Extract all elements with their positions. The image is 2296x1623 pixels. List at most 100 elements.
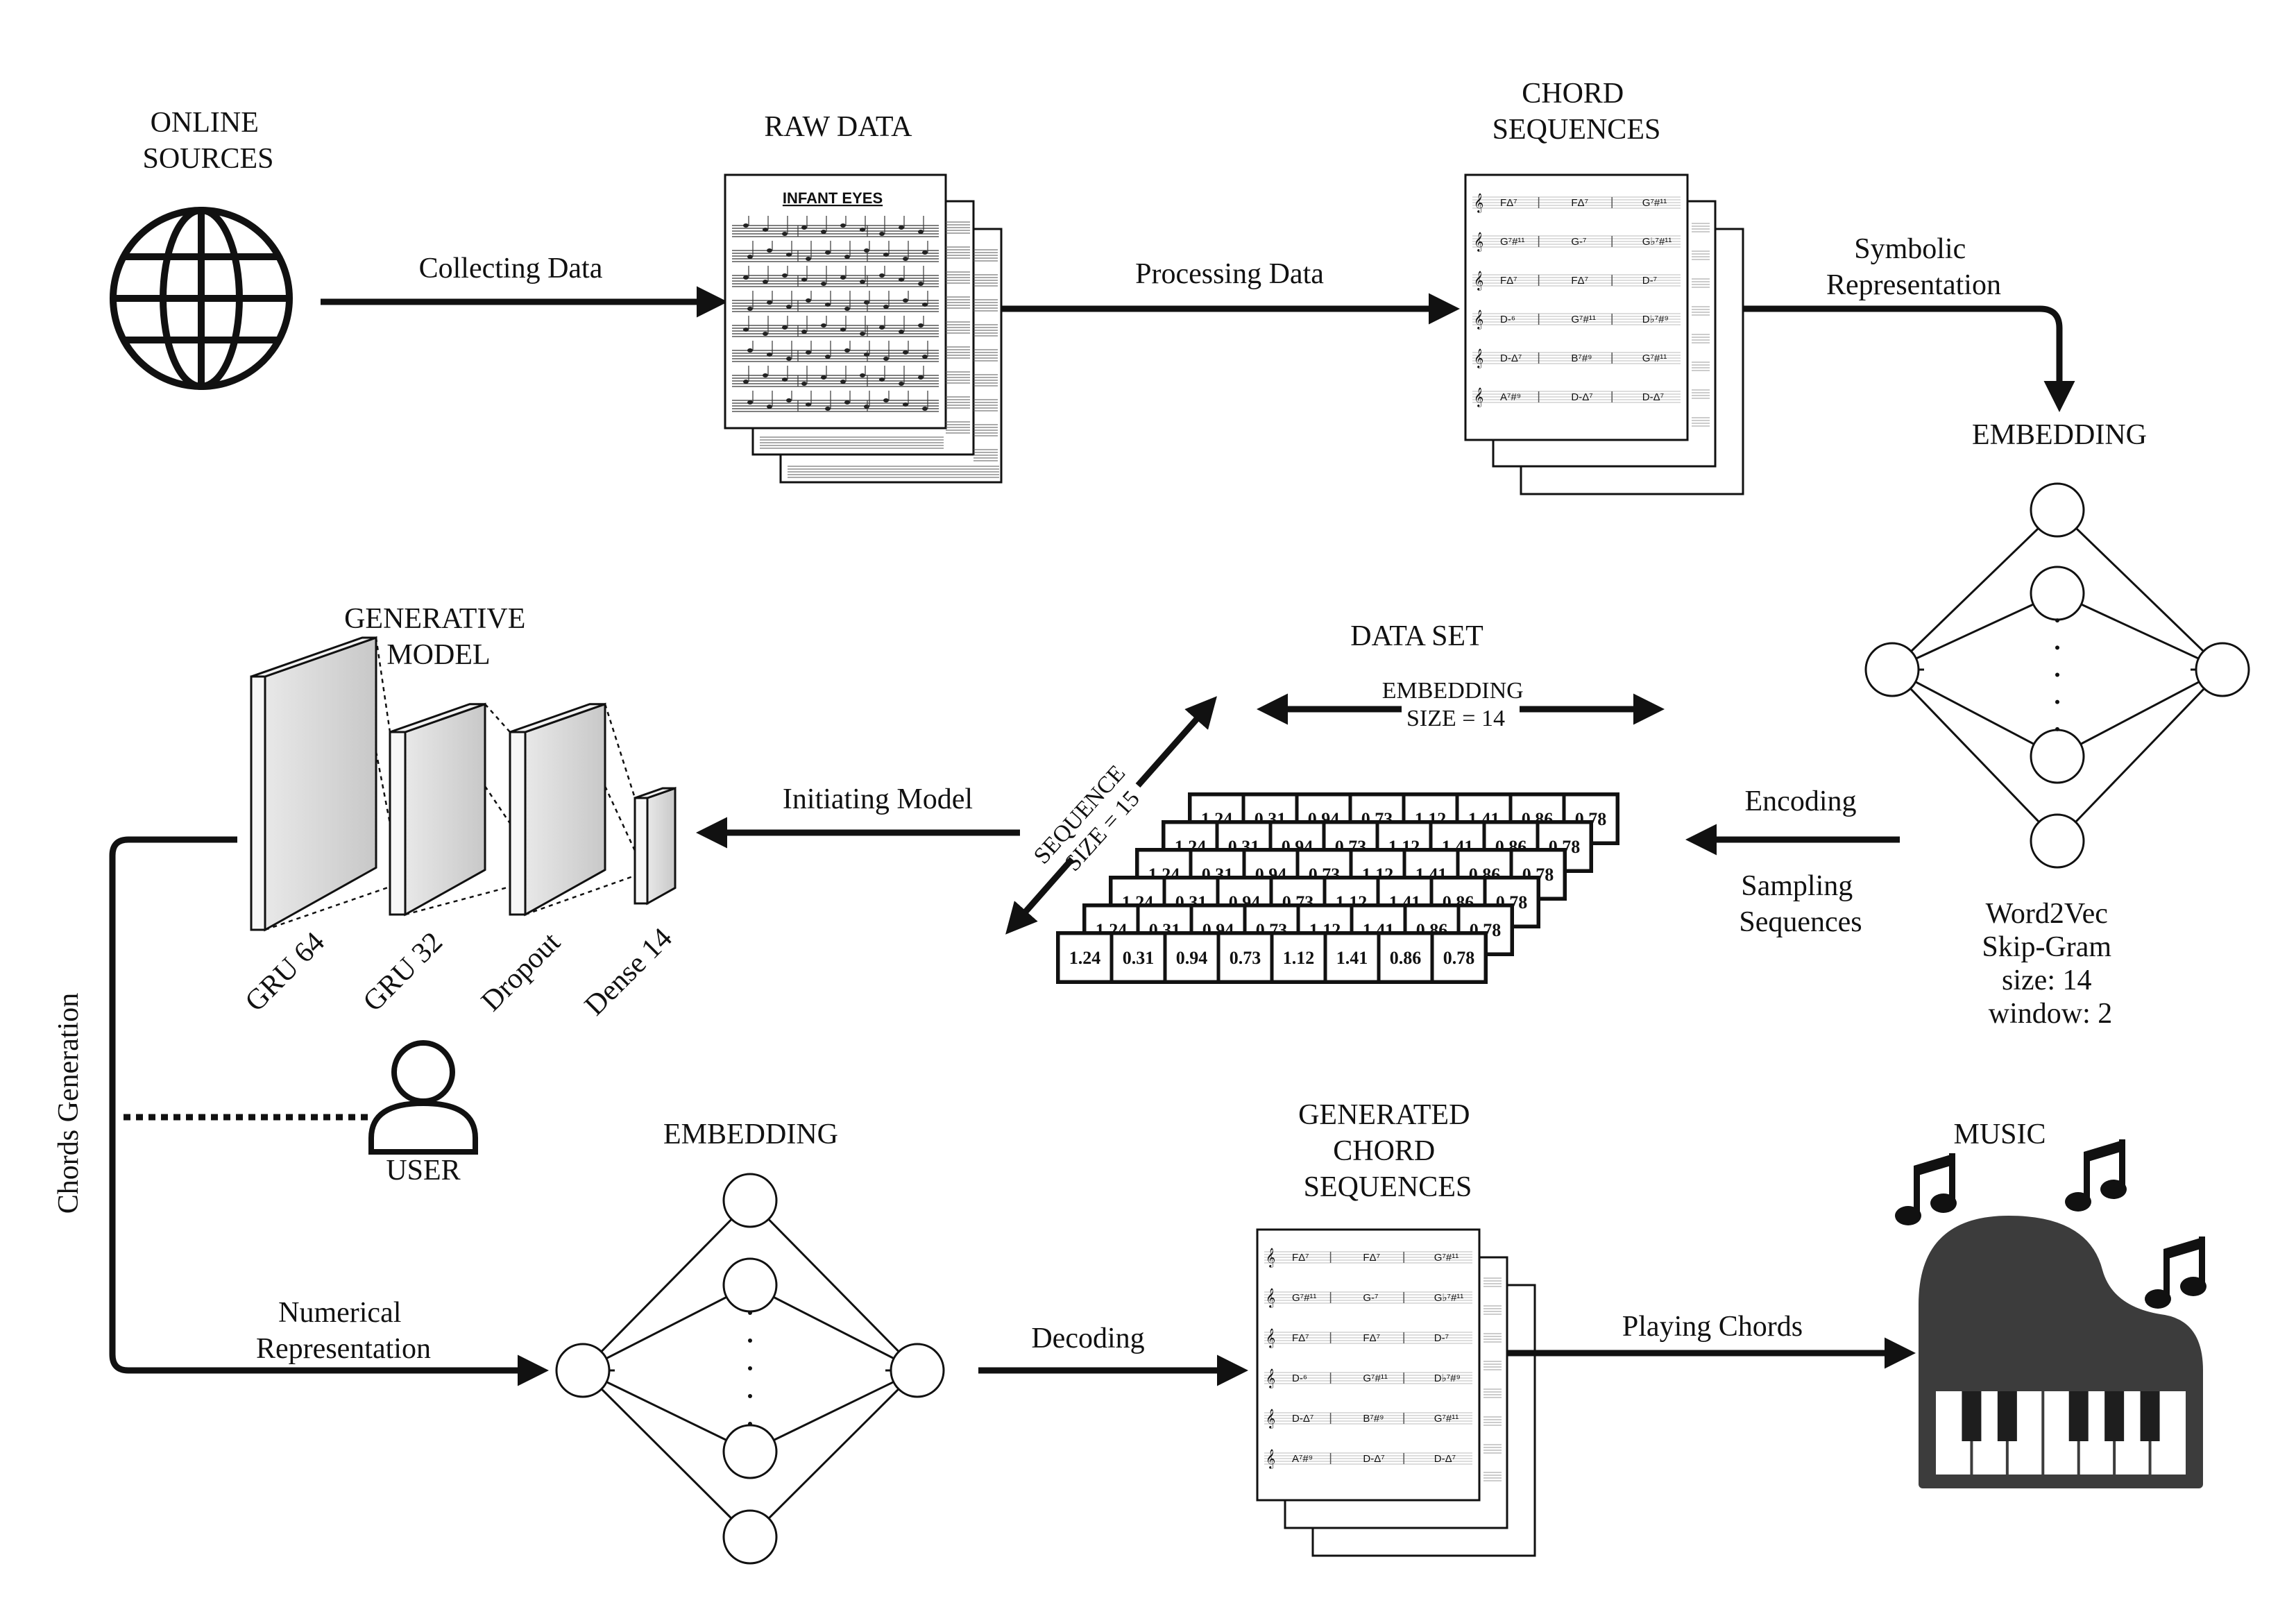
svg-text:0.78: 0.78 [1443, 948, 1475, 968]
chord-symbol: D-Δ⁷ [1571, 391, 1592, 403]
layer-label: Dense 14 [579, 922, 679, 1022]
network-node [722, 1509, 778, 1565]
network-node [2030, 566, 2085, 621]
embedding-top-node: EMBEDDING Word2Vec Skip-Gram size: 14 wi… [1864, 419, 2250, 1030]
edge-playing-chords: Playing Chords [1507, 1311, 1916, 1369]
embedding-top-label: EMBEDDING [1972, 419, 2147, 451]
globe-icon [110, 207, 293, 390]
data-cell: 1.41 [1323, 931, 1381, 984]
svg-text:0.94: 0.94 [1176, 948, 1208, 968]
treble-clef-icon: 𝄞 [1266, 1409, 1275, 1429]
generative-model-label: GENERATIVE MODEL [344, 603, 533, 671]
sampling-sequences-label: Sampling Sequences [1739, 870, 1862, 938]
playing-chords-label: Playing Chords [1622, 1311, 1803, 1343]
chord-symbol: G⁷#¹¹ [1500, 236, 1524, 248]
svg-text:1.12: 1.12 [1283, 948, 1315, 968]
network-node [2030, 729, 2085, 784]
edge-encoding: Encoding Sampling Sequences [1685, 785, 1900, 938]
data-cell: 0.94 [1163, 931, 1221, 984]
treble-clef-icon: 𝄞 [1266, 1450, 1275, 1469]
chord-symbol: FΔ⁷ [1292, 1252, 1309, 1264]
layer-label: GRU 64 [239, 926, 331, 1018]
chord-symbol: G⁷#¹¹ [1642, 352, 1667, 364]
chord-symbol: G⁷#¹¹ [1434, 1252, 1459, 1264]
chord-symbol: B⁷#⁹ [1571, 352, 1592, 364]
chord-symbol: A⁷#⁹ [1500, 391, 1521, 403]
neural-network-icon [1864, 482, 2250, 869]
chord-sequences-label: CHORD SEQUENCES [1493, 78, 1661, 146]
treble-clef-icon: 𝄞 [1474, 310, 1483, 330]
svg-text:0.86: 0.86 [1390, 948, 1422, 968]
chords-generation-label: Chords Generation [53, 993, 85, 1214]
treble-clef-icon: 𝄞 [1474, 271, 1483, 291]
user-icon [368, 1040, 478, 1155]
edge-decoding: Decoding [978, 1323, 1248, 1386]
chord-symbol: G⁷#¹¹ [1571, 314, 1595, 325]
generated-chord-sequences-label: GENERATED CHORD SEQUENCES [1298, 1099, 1477, 1203]
network-node [722, 1173, 778, 1228]
initiating-model-label: Initiating Model [783, 783, 973, 815]
network-node [722, 1424, 778, 1479]
data-cell: 0.78 [1430, 931, 1488, 984]
chord-symbol: G-⁷ [1571, 236, 1586, 248]
network-node [555, 1343, 611, 1398]
chord-symbol: G⁷#¹¹ [1292, 1292, 1316, 1304]
treble-clef-icon: 𝄞 [1474, 388, 1483, 407]
data-cell: 0.73 [1216, 931, 1274, 984]
model-layer: GRU 64 [239, 636, 377, 1018]
data-cell: 0.86 [1377, 931, 1434, 984]
chord-symbol: D-Δ⁷ [1363, 1453, 1384, 1465]
edge-collecting-data: Collecting Data [321, 253, 728, 318]
chord-symbol: G-⁷ [1363, 1292, 1378, 1304]
chord-symbol: FΔ⁷ [1363, 1252, 1380, 1264]
embedding-size-label: EMBEDDING SIZE = 14 [1382, 678, 1529, 731]
chord-symbol: G⁷#¹¹ [1363, 1373, 1387, 1384]
embedding-bottom-node: EMBEDDING [555, 1119, 945, 1565]
chord-symbol: D-⁶ [1500, 314, 1515, 325]
online-sources-label: ONLINE SOURCES [142, 107, 273, 175]
piano-black-key [1997, 1391, 2017, 1441]
data-set-node: DATA SET EMBEDDING SIZE = 14 SEQUENCE SI… [1005, 620, 1665, 984]
network-node [722, 1257, 778, 1313]
treble-clef-icon: 𝄞 [1474, 194, 1483, 213]
chord-symbol: D-⁶ [1292, 1373, 1307, 1384]
chord-symbol: A⁷#⁹ [1292, 1453, 1313, 1465]
chord-symbol: D-Δ⁷ [1500, 352, 1522, 364]
collecting-data-label: Collecting Data [419, 253, 603, 284]
music-label: MUSIC [1953, 1119, 2046, 1150]
data-set-label: DATA SET [1350, 620, 1483, 652]
treble-clef-icon: 𝄞 [1266, 1289, 1275, 1308]
model-layer: Dropout [475, 702, 606, 1018]
edge-symbolic-representation: Symbolic Representation [1743, 233, 2075, 412]
svg-text:0.73: 0.73 [1230, 948, 1261, 968]
chord-symbol: FΔ⁷ [1363, 1332, 1380, 1344]
network-node [890, 1343, 945, 1398]
network-node [1864, 642, 1920, 697]
chord-symbol: G♭⁷#¹¹ [1642, 236, 1672, 248]
treble-clef-icon: 𝄞 [1266, 1329, 1275, 1348]
treble-clef-icon: 𝄞 [1474, 349, 1483, 368]
music-node: MUSIC [1895, 1119, 2206, 1488]
neural-network-icon [555, 1173, 945, 1565]
chord-symbol: B⁷#⁹ [1363, 1413, 1384, 1425]
chord-symbol: D-Δ⁷ [1642, 391, 1664, 403]
decoding-label: Decoding [1031, 1323, 1144, 1354]
embedding-size-indicator: EMBEDDING SIZE = 14 [1257, 678, 1665, 731]
lead-sheet-page: INFANT EYES [724, 173, 947, 430]
embedding-bottom-label: EMBEDDING [663, 1119, 838, 1150]
chord-symbol: FΔ⁷ [1500, 197, 1517, 209]
layer-label: Dropout [475, 926, 567, 1018]
numerical-representation-label: Numerical Representation [256, 1297, 431, 1365]
data-cell: 1.12 [1270, 931, 1327, 984]
chord-symbol: D-Δ⁷ [1434, 1453, 1456, 1465]
processing-data-label: Processing Data [1135, 258, 1324, 290]
chord-symbol: FΔ⁷ [1292, 1332, 1309, 1344]
treble-clef-icon: 𝄞 [1266, 1369, 1275, 1388]
piano-black-key [2140, 1391, 2160, 1441]
